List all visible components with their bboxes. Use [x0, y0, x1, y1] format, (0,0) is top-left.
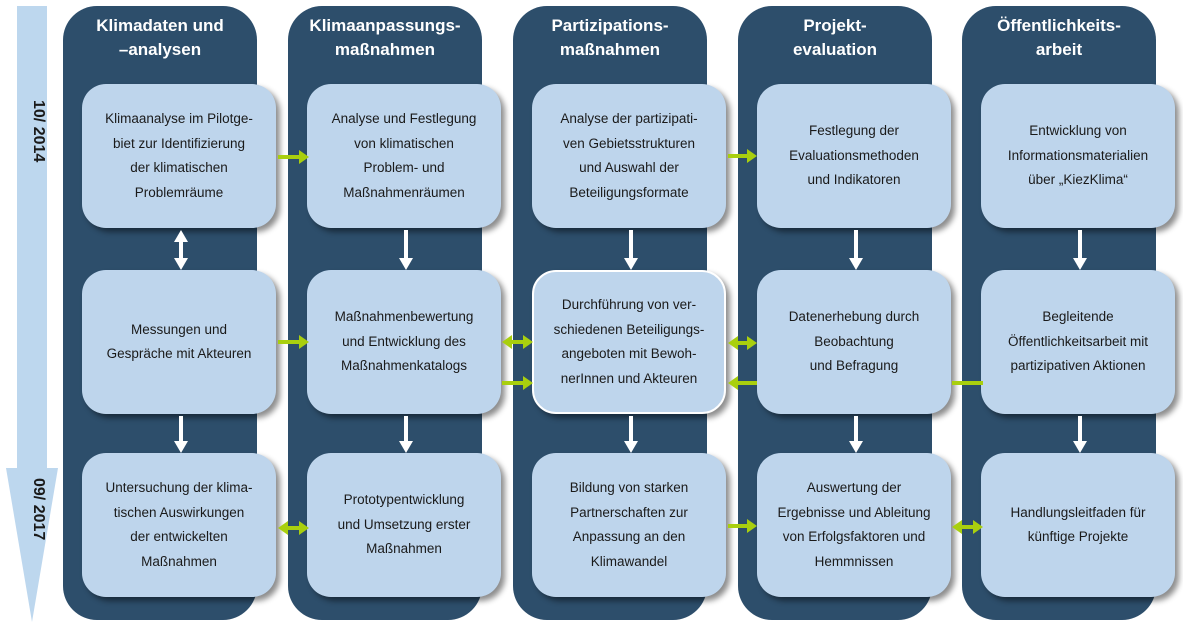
- step-box: Klimaanalyse im Pilotge- biet zur Identi…: [82, 84, 276, 228]
- arrowhead-left-icon: [952, 520, 962, 534]
- step-box: Bildung von starken Partnerschaften zur …: [532, 453, 726, 597]
- arrowhead-left-icon: [278, 521, 288, 535]
- timeline-start-label: 10/ 2014: [30, 100, 47, 163]
- arrowhead-left-icon: [728, 336, 738, 350]
- step-text: Handlungsleitfaden für künftige Projekte: [1010, 504, 1146, 545]
- timeline-end-label: 09/ 2017: [30, 478, 47, 541]
- timeline-arrow: [6, 6, 58, 622]
- step-text: Analyse und Festlegung von klimatischen …: [331, 111, 477, 200]
- step-text: Entwicklung von Informationsmaterialien …: [1007, 123, 1149, 188]
- step-text: Untersuchung der klima- tischen Auswirku…: [105, 480, 253, 569]
- column-title: Klimaanpassungs- maßnahmen: [309, 16, 461, 59]
- step-text: Maßnahmenbewertung und Entwicklung des M…: [334, 309, 474, 374]
- column-title: Öffentlichkeits- arbeit: [997, 16, 1121, 59]
- step-text: Analyse der partizipati- ven Gebietsstru…: [560, 111, 698, 200]
- step-text: Auswertung der Ergebnisse und Ableitung …: [777, 480, 931, 569]
- step-box: Auswertung der Ergebnisse und Ableitung …: [757, 453, 951, 597]
- step-text: Prototypentwicklung und Umsetzung erster…: [337, 492, 471, 557]
- step-box: Analyse und Festlegung von klimatischen …: [307, 84, 501, 228]
- step-box: Datenerhebung durch Beobachtung und Befr…: [757, 270, 951, 414]
- step-text: Begleitende Öffentlichkeitsarbeit mit pa…: [1007, 309, 1149, 374]
- step-box: Begleitende Öffentlichkeitsarbeit mit pa…: [981, 270, 1175, 414]
- step-text: Durchführung von ver- schiedenen Beteili…: [553, 297, 705, 386]
- column-title: Partizipations- maßnahmen: [551, 16, 669, 59]
- step-box: Untersuchung der klima- tischen Auswirku…: [82, 453, 276, 597]
- step-text: Datenerhebung durch Beobachtung und Befr…: [788, 309, 920, 374]
- step-text: Festlegung der Evaluationsmethoden und I…: [789, 123, 919, 188]
- step-box: Entwicklung von Informationsmaterialien …: [981, 84, 1175, 228]
- arrowhead-left-icon: [728, 376, 738, 390]
- step-text: Klimaanalyse im Pilotge- biet zur Identi…: [105, 111, 253, 200]
- column-title: Projekt- evaluation: [792, 16, 878, 59]
- step-box: Analyse der partizipati- ven Gebietsstru…: [532, 84, 726, 228]
- step-box: Maßnahmenbewertung und Entwicklung des M…: [307, 270, 501, 414]
- step-box: Durchführung von ver- schiedenen Beteili…: [532, 270, 726, 414]
- arrowhead-left-icon: [502, 335, 512, 349]
- step-box: Prototypentwicklung und Umsetzung erster…: [307, 453, 501, 597]
- step-box: Festlegung der Evaluationsmethoden und I…: [757, 84, 951, 228]
- step-text: Bildung von starken Partnerschaften zur …: [569, 480, 689, 569]
- column-title: Klimadaten und –analysen: [96, 16, 224, 59]
- step-text: Messungen und Gespräche mit Akteuren: [106, 321, 252, 362]
- step-box: Handlungsleitfaden für künftige Projekte: [981, 453, 1175, 597]
- step-box: Messungen und Gespräche mit Akteuren: [82, 270, 276, 414]
